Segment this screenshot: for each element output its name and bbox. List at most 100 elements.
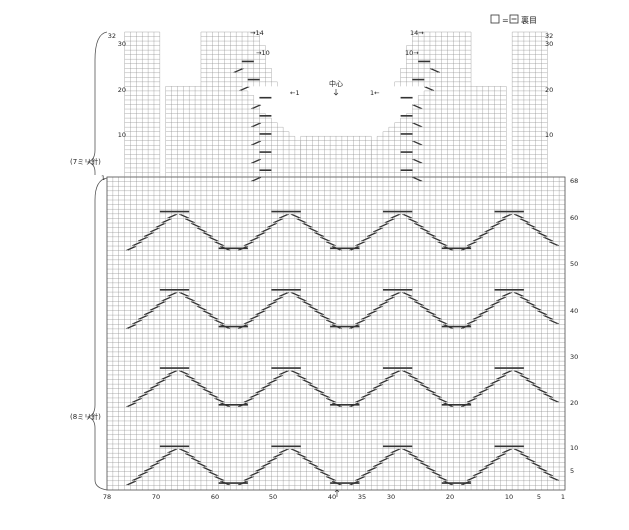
cable-cross-mark (214, 241, 225, 246)
cable-cross-mark (361, 471, 372, 477)
cable-cross-mark (425, 467, 436, 472)
cable-cross-mark (531, 306, 542, 311)
cable-cross-mark (531, 384, 542, 389)
legend-equals: = (502, 16, 509, 25)
cable-cross-mark (431, 393, 442, 398)
cable-cross-mark (202, 388, 213, 394)
cable-cross-mark (390, 292, 401, 297)
cable-cross-mark (484, 384, 495, 389)
body-row-labels: 68 60 50 40 30 20 10 5 (570, 177, 578, 475)
cable-cross-mark (161, 218, 172, 223)
cable-cross-mark (466, 241, 477, 246)
cable-cross-mark (549, 476, 560, 481)
cable-cross-mark (472, 315, 483, 320)
body-tick-50: 50 (570, 260, 578, 268)
cable-cross-mark (412, 158, 423, 164)
cable-cross-mark (167, 448, 178, 454)
cable-cross-mark (325, 398, 336, 403)
cable-cross-mark (126, 480, 137, 486)
cable-cross-mark (537, 310, 548, 315)
center-arrow (333, 89, 339, 96)
cable-cross-mark (413, 457, 424, 463)
stitch-number-axis: 78 70 60 50 40 35 30 20 10 5 1 (103, 489, 565, 501)
cable-cross-mark (408, 453, 419, 458)
annotation-left-10: →10 (256, 49, 270, 57)
cable-symbols (126, 60, 560, 486)
cable-cross-mark (513, 292, 524, 297)
cable-cross-mark (296, 453, 307, 458)
cable-cross-mark (161, 375, 172, 380)
cable-cross-mark (308, 227, 319, 233)
cable-cross-mark (361, 236, 372, 242)
yoke-start-marker: 1 (101, 174, 105, 182)
cable-cross-mark (251, 140, 262, 146)
cable-cross-mark (261, 306, 272, 311)
cable-cross-mark (372, 384, 383, 389)
cable-cross-mark (308, 384, 319, 389)
cable-cross-mark (361, 393, 372, 398)
cable-cross-mark (196, 227, 207, 233)
stitch-tick-30: 30 (387, 493, 395, 501)
cable-cross-mark (190, 457, 201, 463)
cable-cross-mark (437, 476, 448, 481)
cable-cross-mark (137, 393, 148, 398)
annotation-right-10: 10→ (405, 49, 419, 57)
cable-cross-mark (502, 292, 513, 297)
stitch-tick-70: 70 (152, 493, 160, 501)
cable-cross-mark (378, 301, 389, 306)
cable-cross-mark (255, 310, 266, 315)
cable-cross-mark (320, 471, 331, 477)
cable-cross-mark (167, 292, 178, 297)
yoke-right-tick-32: 32 (545, 32, 553, 40)
cable-cross-mark (314, 232, 325, 237)
stitch-tick-78: 78 (103, 493, 111, 501)
cable-cross-mark (531, 462, 542, 467)
cable-cross-mark (431, 236, 442, 242)
cable-cross-mark (208, 393, 219, 398)
cable-cross-mark (149, 227, 160, 233)
cable-cross-mark (132, 319, 143, 325)
cable-cross-mark (302, 223, 313, 228)
yoke-right-row-labels: 32 30 20 10 (545, 32, 553, 139)
cable-cross-mark (402, 292, 413, 297)
cable-cross-mark (308, 306, 319, 311)
cable-cross-mark (184, 453, 195, 458)
cable-cross-mark (320, 236, 331, 242)
stitch-tick-35: 35 (358, 493, 366, 501)
chart-grid (106, 31, 566, 491)
cable-cross-mark (355, 319, 366, 325)
cable-cross-mark (437, 319, 448, 325)
cable-cross-mark (419, 384, 430, 389)
yoke-left-tick-30: 30 (118, 40, 126, 48)
cable-cross-mark (549, 241, 560, 246)
cable-cross-mark (208, 315, 219, 320)
cable-cross-mark (402, 370, 413, 375)
body-tick-5: 5 (570, 467, 574, 475)
cable-cross-mark (149, 384, 160, 389)
cable-cross-mark (290, 292, 301, 297)
cable-cross-mark (366, 310, 377, 315)
cable-cross-mark (308, 462, 319, 467)
cable-cross-mark (325, 319, 336, 325)
cable-cross-mark (543, 236, 554, 242)
yoke-right-tick-30: 30 (545, 40, 553, 48)
annotation-right-14: 14→ (410, 29, 424, 37)
cable-cross-mark (249, 471, 260, 477)
cable-cross-mark (290, 370, 301, 375)
cable-cross-mark (390, 213, 401, 219)
legend: = 裏目 (490, 14, 537, 25)
cable-cross-mark (167, 213, 178, 219)
cable-cross-mark (484, 306, 495, 311)
cable-cross-mark (273, 218, 284, 223)
yoke-left-tick-32: 32 (108, 32, 116, 40)
cable-cross-mark (143, 310, 154, 315)
cable-cross-mark (255, 232, 266, 237)
cable-cross-mark (314, 310, 325, 315)
cable-cross-mark (412, 104, 423, 109)
cable-cross-mark (143, 232, 154, 237)
stitch-tick-5: 5 (537, 493, 541, 501)
cable-cross-mark (384, 453, 395, 458)
cable-cross-mark (290, 213, 301, 219)
cable-cross-mark (519, 453, 530, 458)
upper-bracket (86, 31, 108, 175)
